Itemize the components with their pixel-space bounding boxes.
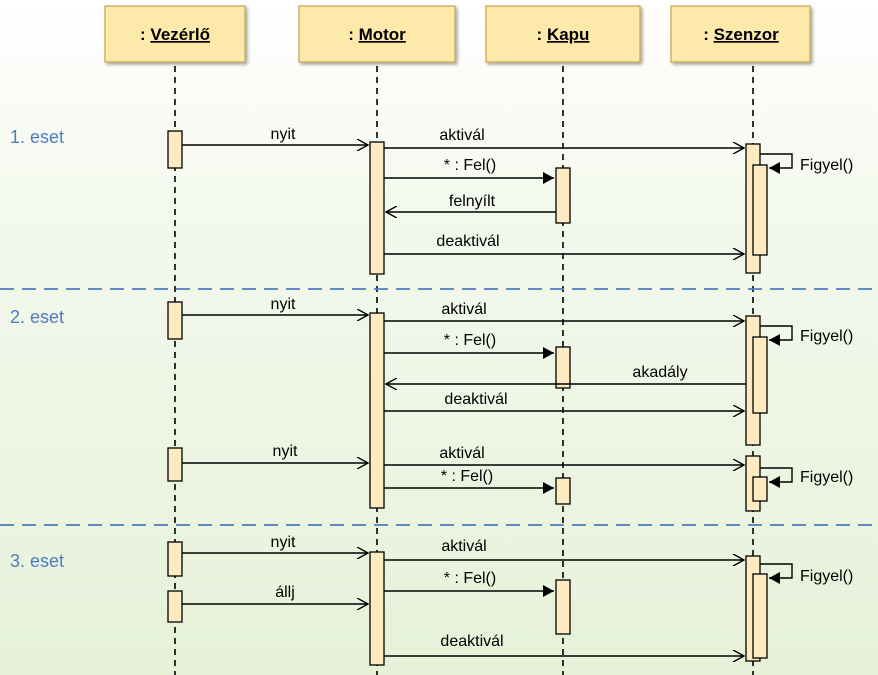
message-label: aktivál xyxy=(441,538,486,555)
message-label: nyit xyxy=(271,126,296,143)
message-label: Figyel() xyxy=(800,469,853,486)
messages xyxy=(182,145,793,656)
message-label: nyit xyxy=(271,534,296,551)
participant-szenzor: : Szenzor xyxy=(670,5,811,63)
case-label-3: 3. eset xyxy=(10,551,64,571)
activation-bar xyxy=(167,447,183,482)
message-labels: nyit aktivál * : Fel() felnyílt deaktivá… xyxy=(271,126,854,650)
message-label: felnyílt xyxy=(449,193,496,210)
activation-bar xyxy=(167,130,183,169)
participant-box xyxy=(104,5,246,63)
message-label: aktivál xyxy=(439,445,484,462)
activation-bar xyxy=(555,346,571,389)
message-label: Figyel() xyxy=(800,328,853,345)
case-label-1: 1. eset xyxy=(10,127,64,147)
message-label: deaktivál xyxy=(440,633,503,650)
activation-bar xyxy=(752,336,768,414)
message-label: * : Fel() xyxy=(444,157,496,174)
participant-box xyxy=(485,5,641,63)
message-label: nyit xyxy=(271,296,296,313)
participant-label: : Motor xyxy=(348,25,406,44)
activation-bar xyxy=(752,573,768,659)
message-label: deaktivál xyxy=(444,391,507,408)
message-label: akadály xyxy=(632,364,687,381)
participant-box xyxy=(298,5,456,63)
case-label-2: 2. eset xyxy=(10,307,64,327)
message-label: aktivál xyxy=(439,127,484,144)
self-message-arrow xyxy=(760,467,793,488)
participant-label: : Vezérlő xyxy=(140,25,210,44)
participant-box xyxy=(670,5,811,63)
activation-bar xyxy=(555,167,571,224)
activation-bar xyxy=(369,551,385,666)
activation-bar xyxy=(167,541,183,577)
participant-motor: : Motor xyxy=(298,5,456,63)
activation-bar xyxy=(369,141,385,275)
activation-bar xyxy=(752,164,768,256)
participant-kapu: : Kapu xyxy=(485,5,641,63)
message-label: * : Fel() xyxy=(444,332,496,349)
message-label: * : Fel() xyxy=(444,570,496,587)
message-label: aktivál xyxy=(441,301,486,318)
activation-bar xyxy=(369,312,385,509)
self-message-arrow xyxy=(760,153,793,174)
message-label: Figyel() xyxy=(800,568,853,585)
participant-label: : Szenzor xyxy=(703,25,779,44)
activation-bar xyxy=(555,579,571,635)
activation-bar xyxy=(555,477,571,505)
activation-bar xyxy=(167,301,183,340)
message-label: állj xyxy=(275,584,295,601)
self-message-arrow xyxy=(760,325,793,346)
self-message-arrow xyxy=(760,563,793,584)
message-label: nyit xyxy=(273,443,298,460)
activations xyxy=(167,130,768,666)
activation-bar xyxy=(167,590,183,623)
message-label: deaktivál xyxy=(436,233,499,250)
message-label: Figyel() xyxy=(800,157,853,174)
message-label: * : Fel() xyxy=(441,468,493,485)
participant-vezerlo: : Vezérlő xyxy=(104,5,246,63)
activation-bar xyxy=(752,476,768,502)
participant-label: : Kapu xyxy=(537,25,590,44)
